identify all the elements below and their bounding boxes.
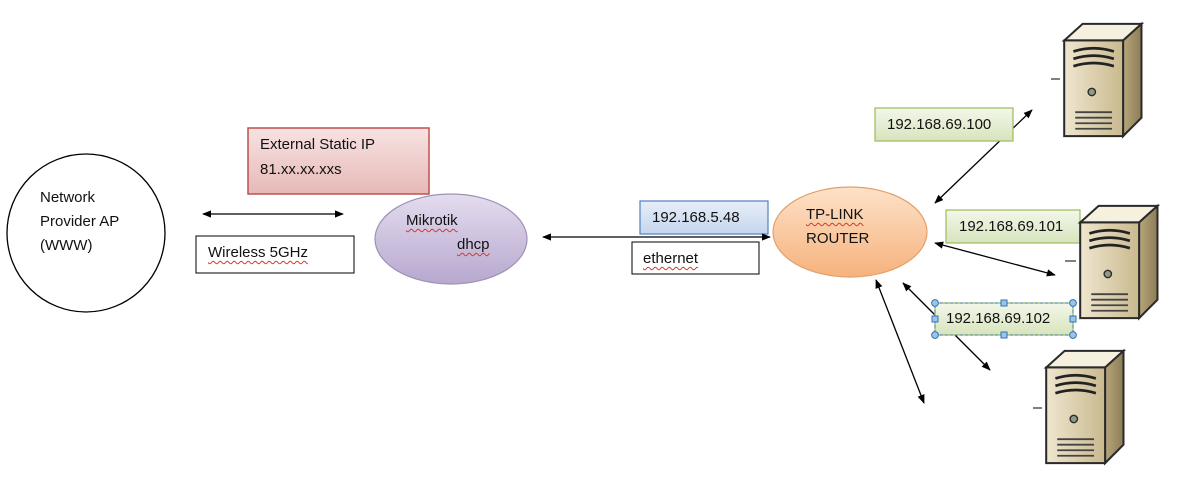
external-ip-title: External Static IP [260, 136, 376, 153]
extra-arrow [875, 279, 925, 404]
tplink-label-line2: ROUTER [806, 230, 870, 247]
ethernet-label: ethernet [643, 250, 699, 267]
server3-ip-label: 192.168.69.102 [946, 310, 1051, 327]
provider-label-line2: Provider AP [40, 213, 120, 230]
mikrotik-label: Mikrotik [406, 212, 458, 229]
server-icon [1062, 22, 1143, 138]
server-icon [1078, 204, 1159, 320]
mikrotik-ip-box [639, 200, 769, 235]
server2-arrow [934, 241, 1056, 277]
server3-ip-box [934, 302, 1074, 336]
wireless-label: Wireless 5GHz [208, 244, 309, 261]
tplink-node [772, 186, 928, 278]
mikrotik-node [374, 193, 528, 285]
external-ip-box [247, 127, 430, 195]
mikrotik-ip-label: 192.168.5.48 [652, 209, 740, 226]
server1-arrow [934, 109, 1033, 204]
provider-label-line1: Network [40, 189, 96, 206]
wireless-box [195, 235, 355, 274]
ethernet-box [631, 241, 760, 275]
server-icon [1044, 349, 1125, 465]
provider-node [6, 153, 166, 313]
server2-ip-box [945, 209, 1081, 244]
server2-ip-label: 192.168.69.101 [959, 218, 1064, 235]
server1-ip-box [874, 107, 1014, 142]
provider-label-line3: (WWW) [40, 237, 93, 254]
tplink-label-line1: TP-LINK [806, 206, 864, 223]
mikrotik-dhcp-label: dhcp [457, 236, 490, 253]
selection-handles[interactable] [931, 299, 1077, 339]
external-ip-value: 81.xx.xx.xxs [260, 161, 342, 178]
server1-ip-label: 192.168.69.100 [887, 116, 992, 133]
